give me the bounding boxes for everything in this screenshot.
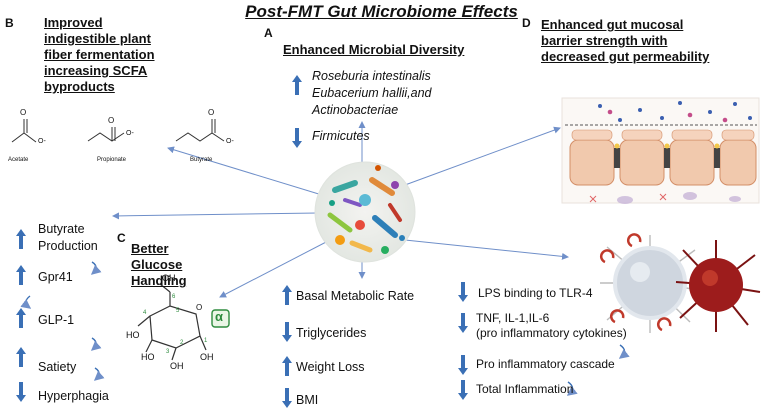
glucose-ring-o: O xyxy=(196,303,203,312)
up-line-2: Eubacerium hallii,and xyxy=(312,86,432,100)
item-cytokines: TNF, IL-1,IL-6 xyxy=(476,311,550,325)
panel-c-letter: C xyxy=(117,231,126,245)
panel-a-down-item: Firmicutes xyxy=(312,129,370,143)
glucose-ring xyxy=(137,283,207,361)
panel-b-heading-line: fiber fermentation xyxy=(44,47,155,62)
arrow-to-c-list xyxy=(112,212,319,220)
panel-a-heading: Enhanced Microbial Diversity xyxy=(283,42,465,57)
glucose-oh-2: OH xyxy=(170,361,184,371)
arrow-to-inflammation xyxy=(404,239,569,260)
butyrate-charge: O- xyxy=(226,138,234,145)
butyrate-oxygen: O xyxy=(208,108,215,117)
propionate-oxygen: O xyxy=(108,116,115,125)
arrow-to-glucose xyxy=(219,239,331,298)
page-title: Post-FMT Gut Microbiome Effects xyxy=(245,2,518,21)
immune-cells-illustration xyxy=(600,233,761,333)
item-butyrate: Butyrate xyxy=(38,222,85,236)
glucose-c6: 6 xyxy=(172,294,176,300)
panel-c-heading-line: Handling xyxy=(131,273,187,288)
acetate-charge: O- xyxy=(38,138,46,145)
microbiome-circle-illustration xyxy=(314,161,416,263)
butyrate-label: Butyrate xyxy=(190,157,213,163)
item-weight-loss: Weight Loss xyxy=(296,360,365,374)
item-cytokines-note: (pro inflammatory cytokines) xyxy=(476,326,627,340)
mucosal-barrier-illustration xyxy=(561,97,760,204)
scfa-structures xyxy=(11,119,225,143)
glucose-ho-4: HO xyxy=(126,330,140,340)
item-total-inflammation: Total Inflammation xyxy=(476,382,574,396)
item-triglycerides: Triglycerides xyxy=(296,326,367,340)
panel-c-heading-line: Glucose xyxy=(131,257,183,272)
panel-d-heading-line: decreased gut permeability xyxy=(541,49,710,64)
acetate-label: Acetate xyxy=(8,157,29,163)
panel-b-letter: B xyxy=(5,16,14,30)
glucose-oh-6: OH xyxy=(162,273,176,283)
glucose-ho-3: HO xyxy=(141,352,155,362)
item-bmi: BMI xyxy=(296,393,319,407)
panel-a-up-list: Roseburia intestinalis Eubacerium hallii… xyxy=(312,68,432,119)
panel-d-heading-line: Enhanced gut mucosal xyxy=(541,17,684,32)
panel-b-heading: Improved indigestible plant fiber fermen… xyxy=(44,15,155,95)
item-hyperphagia: Hyperphagia xyxy=(38,389,109,403)
alpha-symbol: α xyxy=(215,309,223,324)
glucose-c3: 3 xyxy=(166,349,170,355)
up-line-1: Roseburia intestinalis xyxy=(312,69,431,83)
item-lps-binding: LPS binding to TLR-4 xyxy=(478,286,593,300)
panel-c-heading: Better Glucose Handling xyxy=(131,241,187,289)
panel-b-heading-line: indigestible plant xyxy=(44,31,151,46)
item-satiety: Satiety xyxy=(38,360,77,374)
glucose-c4: 4 xyxy=(143,310,147,316)
glucose-oh-1: OH xyxy=(200,352,214,362)
item-basal-metabolic-rate: Basal Metabolic Rate xyxy=(296,289,415,303)
item-glp1: GLP-1 xyxy=(38,313,75,327)
alpha-box xyxy=(211,309,230,328)
arrow-to-b xyxy=(167,146,323,196)
item-production: Production xyxy=(38,239,98,253)
panel-d-heading-line: barrier strength with xyxy=(541,33,668,48)
arrow-to-d xyxy=(404,126,561,186)
up-line-3: Actinobacteriae xyxy=(312,103,399,117)
item-gpr41: Gpr41 xyxy=(38,270,73,284)
propionate-charge: O- xyxy=(126,130,134,137)
propionate-label: Propionate xyxy=(97,157,127,163)
acetate-oxygen: O xyxy=(20,108,27,117)
panel-b-heading-line: Improved xyxy=(44,15,103,30)
panel-b-heading-line: increasing SCFA xyxy=(44,63,148,78)
panel-a-letter: A xyxy=(264,26,273,40)
item-pro-inflammatory-cascade: Pro inflammatory cascade xyxy=(476,357,615,371)
curved-step-arrows xyxy=(20,261,630,396)
panel-d-letter: D xyxy=(522,16,531,30)
panel-d-heading: Enhanced gut mucosal barrier strength wi… xyxy=(541,17,709,65)
glucose-c2: 2 xyxy=(180,340,184,346)
glucose-c1: 1 xyxy=(204,338,208,344)
glucose-c5: 5 xyxy=(176,308,180,314)
panel-c-heading-line: Better xyxy=(131,241,169,256)
panel-b-heading-line: byproducts xyxy=(44,79,115,94)
